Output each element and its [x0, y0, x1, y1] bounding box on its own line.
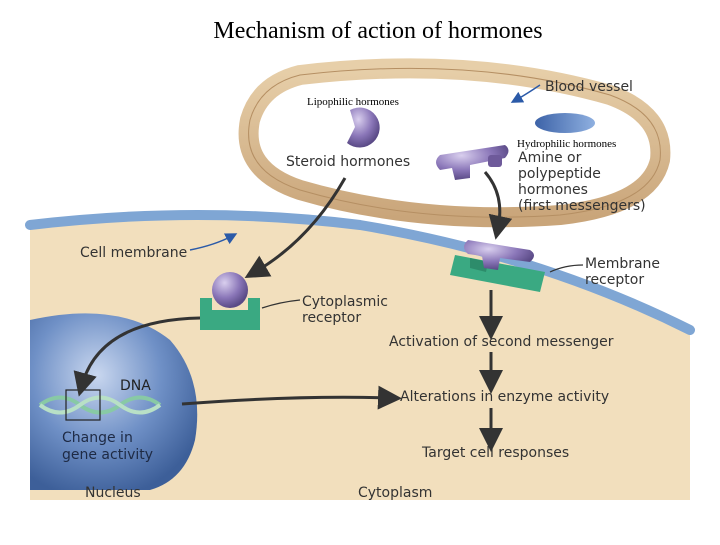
label-membrane-receptor-1: Membrane — [585, 256, 660, 272]
page-title: Mechanism of action of hormones — [213, 18, 543, 44]
label-cytoplasmic-receptor-2: receptor — [302, 310, 361, 326]
label-alterations: Alterations in enzyme activity — [400, 389, 609, 405]
polypeptide-hormone-icon — [436, 145, 509, 180]
label-cell-membrane: Cell membrane — [80, 245, 187, 261]
bound-hormone-icon — [464, 240, 534, 270]
pointer-cytoplasmic-receptor — [261, 299, 301, 309]
label-lipophilic: Lipophilic hormones — [307, 96, 399, 108]
steroid-hormone-icon — [347, 107, 380, 148]
cell-membrane — [25, 210, 695, 335]
arrow-nucleus-to-alterations — [181, 385, 402, 410]
pointer-blood-vessel — [510, 84, 541, 103]
label-dna: DNA — [120, 378, 151, 394]
label-cytoplasmic-receptor-1: Cytoplasmic — [302, 294, 388, 310]
label-nucleus: Nucleus — [85, 485, 141, 501]
blood-vessel-inner-outline — [248, 67, 661, 218]
label-change-2: gene activity — [62, 447, 153, 463]
label-amine-4: (first messengers) — [518, 198, 646, 214]
arrow-receptor-to-nucleus — [73, 316, 201, 397]
arrow-steroid-to-receptor — [244, 177, 347, 279]
label-membrane-receptor-2: receptor — [585, 272, 644, 288]
label-amine-3: hormones — [518, 182, 588, 198]
label-target: Target cell responses — [421, 445, 569, 461]
pointer-membrane-receptor — [549, 264, 584, 273]
pointer-cell-membrane — [189, 233, 238, 251]
label-amine-2: polypeptide — [518, 166, 601, 182]
label-hydrophilic: Hydrophilic hormones — [517, 138, 617, 150]
arrow-polypeptide-to-membrane — [483, 171, 513, 240]
label-amine-1: Amine or — [518, 150, 582, 166]
label-activation: Activation of second messenger — [389, 334, 614, 350]
label-change-1: Change in — [62, 430, 133, 446]
label-blood-vessel: Blood vessel — [545, 79, 633, 95]
label-cytoplasm: Cytoplasm — [358, 485, 432, 501]
label-steroid-hormones: Steroid hormones — [286, 154, 410, 170]
bound-steroid-icon — [212, 272, 248, 308]
blood-cell-icon — [535, 113, 595, 133]
